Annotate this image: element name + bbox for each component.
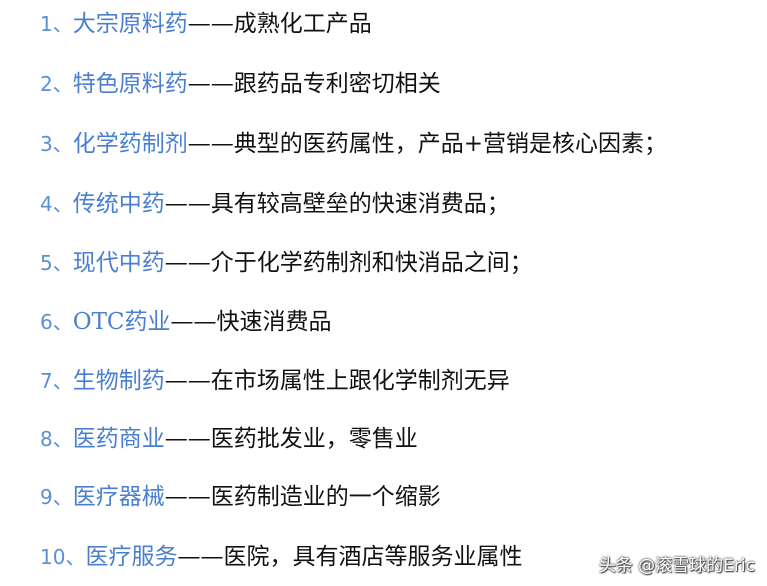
item-number: 4、 — [40, 192, 73, 216]
list-item: 3、化学药制剂——典型的医药属性，产品+营销是核心因素； — [40, 124, 667, 164]
item-description: ——在市场属性上跟化学制剂无异 — [164, 368, 510, 394]
item-name: 传统中药 — [72, 191, 165, 217]
list-item: 1、大宗原料药——成熟化工产品 — [40, 4, 372, 44]
list-item: 5、现代中药——介于化学药制剂和快消品之间； — [40, 243, 533, 283]
item-description: ——医药制造业的一个缩影 — [164, 484, 441, 510]
item-name: 医疗器械 — [72, 484, 165, 510]
item-description: ——成熟化工产品 — [187, 11, 372, 37]
item-name: 特色原料药 — [72, 71, 188, 97]
item-description: ——介于化学药制剂和快消品之间； — [164, 250, 533, 276]
item-name: 生物制药 — [72, 368, 165, 394]
item-description: ——医药批发业，零售业 — [164, 426, 418, 452]
item-number: 9、 — [40, 485, 73, 509]
item-name: 现代中药 — [72, 250, 165, 276]
list-item: 4、传统中药——具有较高壁垒的快速消费品； — [40, 184, 510, 224]
item-name: 大宗原料药 — [72, 11, 188, 37]
item-number: 1、 — [40, 12, 73, 36]
list-item: 9、医疗器械——医药制造业的一个缩影 — [40, 477, 441, 517]
item-description: ——具有较高壁垒的快速消费品； — [164, 191, 510, 217]
item-name: 化学药制剂 — [72, 131, 188, 157]
item-description: ——典型的医药属性，产品+营销是核心因素； — [187, 131, 668, 157]
item-description: ——医院，具有酒店等服务业属性 — [177, 544, 523, 570]
item-number: 5、 — [40, 251, 73, 275]
item-name: 医药商业 — [72, 426, 165, 452]
list-item: 7、生物制药——在市场属性上跟化学制剂无异 — [40, 361, 510, 401]
item-number: 7、 — [40, 369, 73, 393]
list-item: 10、医疗服务——医院，具有酒店等服务业属性 — [40, 537, 522, 577]
item-number: 2、 — [40, 72, 73, 96]
watermark: 头条 @滚雪球的Eric — [598, 556, 755, 576]
list-item: 8、医药商业——医药批发业，零售业 — [40, 419, 418, 459]
item-description: ——快速消费品 — [170, 309, 332, 335]
list-item: 6、OTC药业——快速消费品 — [40, 302, 332, 342]
item-name: OTC药业 — [72, 309, 171, 335]
list-item: 2、特色原料药——跟药品专利密切相关 — [40, 64, 441, 104]
item-number: 6、 — [40, 310, 73, 334]
item-name: 医疗服务 — [85, 544, 178, 570]
item-number: 3、 — [40, 132, 73, 156]
item-number: 10、 — [40, 545, 86, 569]
item-description: ——跟药品专利密切相关 — [187, 71, 441, 97]
item-number: 8、 — [40, 427, 73, 451]
